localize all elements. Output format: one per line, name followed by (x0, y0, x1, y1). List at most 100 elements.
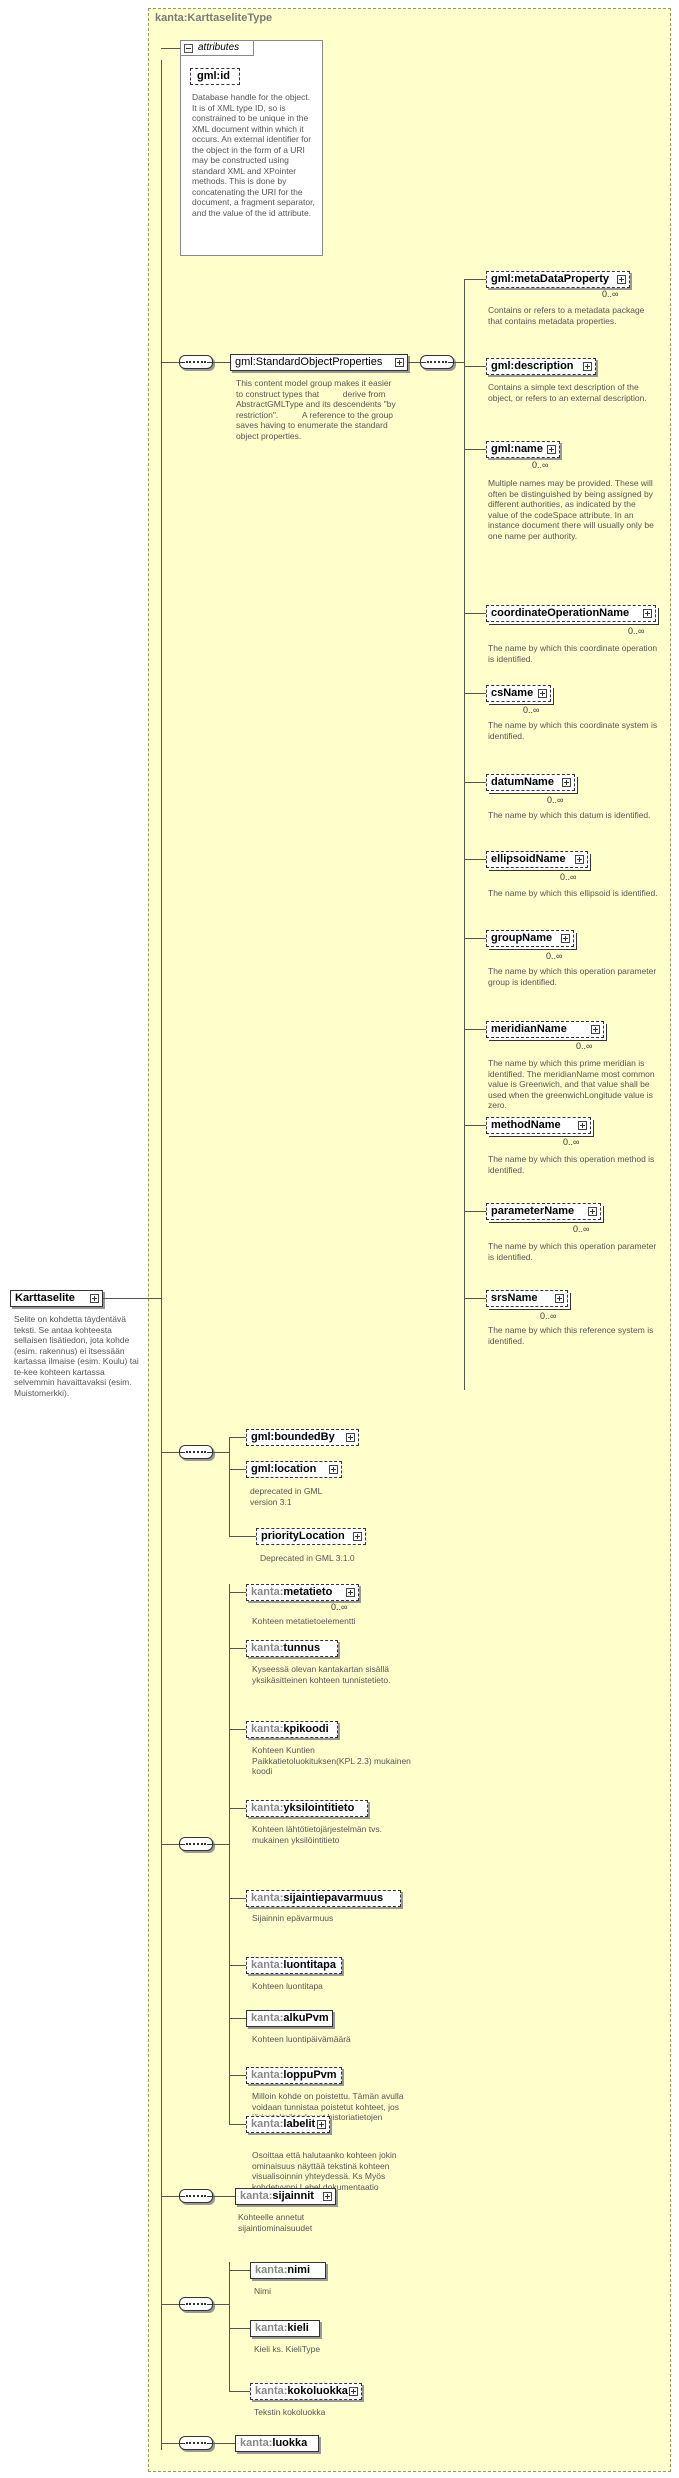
std-element-datumname[interactable]: datumName (486, 774, 575, 791)
expand-icon[interactable] (346, 1588, 355, 1597)
std-element-label: srsName (491, 1292, 538, 1304)
namespace-prefix: kanta: (251, 1642, 284, 1654)
occurrence-label: 0..∞ (576, 1041, 593, 1051)
expand-icon[interactable] (349, 2387, 358, 2396)
std-element-ellipsoidname[interactable]: ellipsoidName (486, 851, 588, 868)
occurrence-label: 0..∞ (331, 1602, 348, 1612)
kanta-element-label: sijaintiepavarmuus (283, 1892, 384, 1904)
root-description: Selite on kohdetta täydentävä teksti. Se… (14, 1314, 139, 1398)
element-priority-location-description: Deprecated in GML 3.1.0 (260, 1553, 355, 1563)
expand-icon[interactable] (575, 855, 584, 864)
expand-icon[interactable] (617, 275, 626, 284)
std-element-gml-description[interactable]: gml:description (486, 358, 596, 375)
choice-element-kieli[interactable]: kanta:kieli (250, 2320, 320, 2337)
namespace-prefix: kanta: (255, 2322, 288, 2334)
sequence-compositor-4[interactable] (179, 1837, 213, 1851)
kanta-element-description: Kyseessä olevan kantakartan sisällä yksi… (252, 1664, 391, 1685)
occurrence-label: 0..∞ (546, 951, 563, 961)
std-element-csname[interactable]: csName (486, 685, 551, 702)
expand-icon[interactable] (346, 1433, 355, 1442)
std-element-description: Multiple names may be provided. These wi… (488, 478, 654, 541)
kanta-element-loppupvm[interactable]: kanta:loppuPvm (246, 2067, 342, 2084)
sequence-compositor-6[interactable] (179, 2297, 213, 2311)
attribute-gml-id[interactable]: gml:id (190, 68, 240, 85)
sequence-compositor-5[interactable] (179, 2189, 213, 2203)
occurrence-label: 0..∞ (602, 289, 619, 299)
std-element-description: The name by which this coordinate system… (488, 720, 658, 741)
group-standard-object-properties[interactable]: gml:StandardObjectProperties (230, 354, 408, 371)
kanta-element-label: metatieto (283, 1586, 333, 1598)
kanta-element-luontitapa[interactable]: kanta:luontitapa (246, 1957, 342, 1974)
collapse-icon[interactable] (184, 44, 193, 53)
element-gml-location[interactable]: gml:location (246, 1461, 342, 1478)
expand-icon[interactable] (578, 1121, 587, 1130)
namespace-prefix: kanta: (251, 1892, 284, 1904)
kanta-element-kpikoodi[interactable]: kanta:kpikoodi (246, 1721, 338, 1738)
expand-icon[interactable] (317, 2120, 326, 2129)
group-label: gml:StandardObjectProperties (235, 356, 383, 368)
element-gml-location-label: gml:location (251, 1463, 317, 1475)
element-kanta-luokka[interactable]: kanta:luokka (235, 2435, 319, 2452)
namespace-prefix: kanta: (251, 1802, 284, 1814)
attribute-gml-id-label: gml:id (197, 70, 230, 82)
choice-element-kokoluokka[interactable]: kanta:kokoluokka (250, 2383, 362, 2400)
element-gml-boundedby[interactable]: gml:boundedBy (246, 1429, 359, 1446)
std-element-methodname[interactable]: methodName (486, 1117, 591, 1134)
std-element-gml-name[interactable]: gml:name (486, 441, 560, 458)
choice-element-nimi[interactable]: kanta:nimi (250, 2262, 326, 2279)
expand-icon[interactable] (562, 778, 571, 787)
kanta-element-alkupvm[interactable]: kanta:alkuPvm (246, 2010, 333, 2027)
std-element-srsname[interactable]: srsName (486, 1290, 568, 1307)
kanta-element-yksilointitieto[interactable]: kanta:yksilointitieto (246, 1800, 368, 1817)
expand-icon[interactable] (588, 1207, 597, 1216)
occurrence-label: 0..∞ (547, 795, 564, 805)
sequence-compositor-3[interactable] (179, 1445, 213, 1459)
element-priority-location[interactable]: priorityLocation (256, 1528, 366, 1545)
collapse-icon[interactable] (395, 358, 404, 367)
sequence-compositor-2[interactable] (420, 355, 454, 369)
attributes-header[interactable]: attributes (180, 40, 254, 56)
kanta-element-sijaintiepavarmuus[interactable]: kanta:sijaintiepavarmuus (246, 1890, 401, 1907)
kanta-element-tunnus[interactable]: kanta:tunnus (246, 1640, 338, 1657)
kanta-element-label: kpikoodi (283, 1723, 329, 1735)
expand-icon[interactable] (561, 934, 570, 943)
expand-icon[interactable] (547, 445, 556, 454)
element-kanta-sijainnit[interactable]: kanta:sijainnit (235, 2188, 336, 2205)
expand-icon[interactable] (90, 1294, 99, 1303)
kanta-element-labelit[interactable]: kanta:labelit (246, 2116, 330, 2133)
namespace-prefix: kanta: (251, 2118, 284, 2130)
std-element-label: meridianName (491, 1023, 567, 1035)
kanta-element-metatieto[interactable]: kanta:metatieto (246, 1584, 359, 1601)
occurrence-label: 0..∞ (523, 705, 540, 715)
expand-icon[interactable] (555, 1294, 564, 1303)
expand-icon[interactable] (583, 362, 592, 371)
std-element-label: gml:metaDataProperty (491, 273, 609, 285)
expand-icon[interactable] (323, 2192, 332, 2201)
std-element-groupname[interactable]: groupName (486, 930, 574, 947)
expand-icon[interactable] (591, 1025, 600, 1034)
expand-icon[interactable] (353, 1532, 362, 1541)
sequence-compositor-1[interactable] (179, 355, 213, 369)
kanta-element-label: luontitapa (283, 1959, 336, 1971)
std-element-label: datumName (491, 776, 554, 788)
std-element-coordinateoperationname[interactable]: coordinateOperationName (486, 605, 656, 622)
namespace-prefix: kanta: (251, 1959, 284, 1971)
kanta-element-description: Osoittaa että halutaanko kohteen jokin o… (252, 2150, 397, 2192)
choice-element-label: kokoluokka (287, 2385, 348, 2397)
expand-icon[interactable] (538, 689, 547, 698)
std-element-gml-metadataproperty[interactable]: gml:metaDataProperty (486, 271, 630, 288)
std-element-meridianname[interactable]: meridianName (486, 1021, 604, 1038)
sequence-compositor-7[interactable] (179, 2436, 213, 2450)
std-element-parametername[interactable]: parameterName (486, 1203, 601, 1220)
namespace-prefix: kanta: (255, 2264, 288, 2276)
expand-icon[interactable] (643, 609, 652, 618)
std-element-label: ellipsoidName (491, 853, 566, 865)
occurrence-label: 0..∞ (540, 1311, 557, 1321)
root-element-karttaselite[interactable]: Karttaselite (10, 1290, 103, 1307)
std-element-description: Contains or refers to a metadata package… (488, 305, 645, 326)
namespace-prefix: kanta: (251, 1586, 284, 1598)
expand-icon[interactable] (329, 1465, 338, 1474)
element-gml-boundedby-label: gml:boundedBy (251, 1431, 335, 1443)
kanta-element-label: loppuPvm (283, 2069, 337, 2081)
choice-element-description: Kieli ks. KieliType (254, 2344, 321, 2354)
